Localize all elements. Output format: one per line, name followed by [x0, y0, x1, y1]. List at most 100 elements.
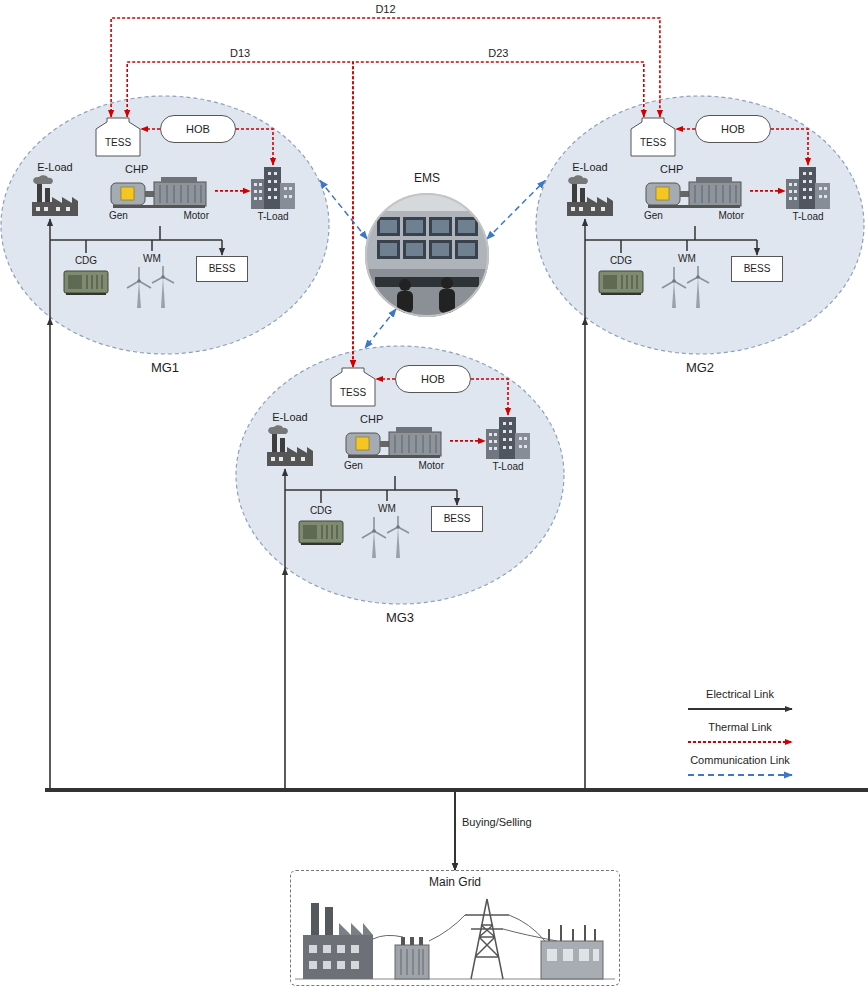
microgrid-label: MG2 [686, 361, 714, 376]
wind-turbine-art [662, 266, 709, 308]
wm-label: WM [143, 253, 161, 265]
wind-turbine: WM [359, 501, 415, 559]
chp-unit-icon [344, 426, 446, 459]
chp-label: CHP [360, 413, 383, 426]
t-load-art [486, 417, 530, 459]
communication-link [365, 309, 396, 348]
cdg-generator: CDG [297, 503, 345, 547]
hob-label: HOB [721, 123, 745, 136]
cdg-label: CDG [75, 255, 97, 267]
microgrid-label: MG3 [386, 611, 414, 626]
electrical-link [285, 568, 455, 870]
t-load: T-Load [250, 165, 296, 225]
wind-turbine: WM [659, 251, 715, 309]
wind-turbine-icon [659, 265, 715, 309]
wind-turbine-art [362, 516, 409, 558]
legend-row: Thermal Link [680, 721, 800, 751]
e-load-label: E-Load [272, 411, 307, 424]
e-load-icon [265, 425, 315, 467]
t-load-icon [785, 165, 831, 209]
motor-label: Motor [718, 210, 744, 222]
wm-label: WM [378, 503, 396, 515]
gen-label: Gen [644, 210, 663, 222]
wm-label: WM [678, 253, 696, 265]
tess-tank-art [96, 118, 140, 156]
chp-unit: CHPGenMotor [340, 413, 450, 475]
ems-label: EMS [414, 172, 440, 186]
microgrid: MG1TESSHOBE-LoadCHPGenMotorT-LoadCDGWMBE… [0, 95, 330, 355]
cdg-generator: CDG [62, 253, 110, 297]
t-load-label: T-Load [257, 211, 288, 223]
chp-unit-art [111, 177, 206, 208]
t-load-label: T-Load [792, 211, 823, 223]
chp-unit-art [646, 177, 741, 208]
tess-label: TESS [640, 137, 666, 149]
tess-label: TESS [105, 137, 131, 149]
chp-label: CHP [660, 163, 683, 176]
legend-sample [680, 704, 800, 714]
microgrid-ellipse [536, 96, 864, 354]
link-annotation: Buying/Selling [462, 816, 532, 829]
chp-label: CHP [125, 163, 148, 176]
legend-row: Communication Link [680, 754, 800, 784]
legend-line [688, 708, 792, 710]
main-grid-label: Main Grid [429, 876, 481, 890]
e-load-art [32, 175, 78, 216]
wind-turbine-icon [359, 515, 415, 559]
tess-tank: TESS [630, 117, 676, 157]
tess-label: TESS [340, 387, 366, 399]
microgrid-label: MG1 [151, 361, 179, 376]
distance-label: D13 [227, 47, 253, 60]
tess-tank: TESS [330, 367, 376, 407]
chp-unit-icon [644, 176, 746, 209]
legend-row: Electrical Link [680, 688, 800, 718]
e-load: E-Load [263, 411, 317, 467]
cdg-generator: CDG [597, 253, 645, 297]
e-load-label: E-Load [572, 161, 607, 174]
chp-unit-icon [109, 176, 211, 209]
hob-boiler: HOB [160, 115, 236, 143]
distance-label: D12 [372, 3, 398, 16]
main-grid-art [295, 899, 615, 979]
e-load: E-Load [28, 161, 82, 217]
cdg-generator-icon [297, 518, 345, 546]
e-load: E-Load [563, 161, 617, 217]
chp-unit-art [346, 427, 441, 458]
bess-battery: BESS [731, 256, 783, 282]
hob-boiler: HOB [395, 365, 471, 393]
microgrid: MG2TESSHOBE-LoadCHPGenMotorT-LoadCDGWMBE… [535, 95, 865, 355]
tess-tank-art [631, 118, 675, 156]
e-load-icon [565, 175, 615, 217]
tess-tank-art [331, 368, 375, 406]
tess-tank: TESS [95, 117, 141, 157]
wind-turbine-icon [124, 265, 180, 309]
legend-text: Electrical Link [680, 688, 800, 701]
chp-unit: CHPGenMotor [105, 163, 215, 225]
t-load-icon [485, 415, 531, 459]
t-load-label: T-Load [492, 461, 523, 473]
ems-center-icon [365, 193, 489, 317]
bess-label: BESS [744, 263, 771, 275]
cdg-generator-icon [62, 268, 110, 296]
gen-label: Gen [344, 460, 363, 472]
ems-center-art [365, 193, 489, 317]
legend-sample [680, 737, 800, 747]
motor-label: Motor [183, 210, 209, 222]
wind-turbine: WM [124, 251, 180, 309]
main-grid-icon [295, 895, 615, 981]
e-load-label: E-Load [37, 161, 72, 174]
t-load: T-Load [785, 165, 831, 225]
hob-boiler: HOB [695, 115, 771, 143]
distance-label: D23 [485, 47, 511, 60]
chp-unit: CHP Gen Motor [640, 163, 750, 225]
e-load-art [567, 175, 613, 216]
e-load-icon [30, 175, 80, 217]
legend-line [688, 741, 792, 743]
ems-center: EMS [362, 170, 492, 320]
microgrid-ellipse [236, 346, 564, 604]
cdg-generator-art [64, 271, 108, 295]
hob-label: HOB [421, 373, 445, 386]
microgrid: MG3TESSHOBE-LoadCHPGenMotorT-LoadCDGWMBE… [235, 345, 565, 605]
bess-battery: BESS [431, 506, 483, 532]
bess-label: BESS [444, 513, 471, 525]
